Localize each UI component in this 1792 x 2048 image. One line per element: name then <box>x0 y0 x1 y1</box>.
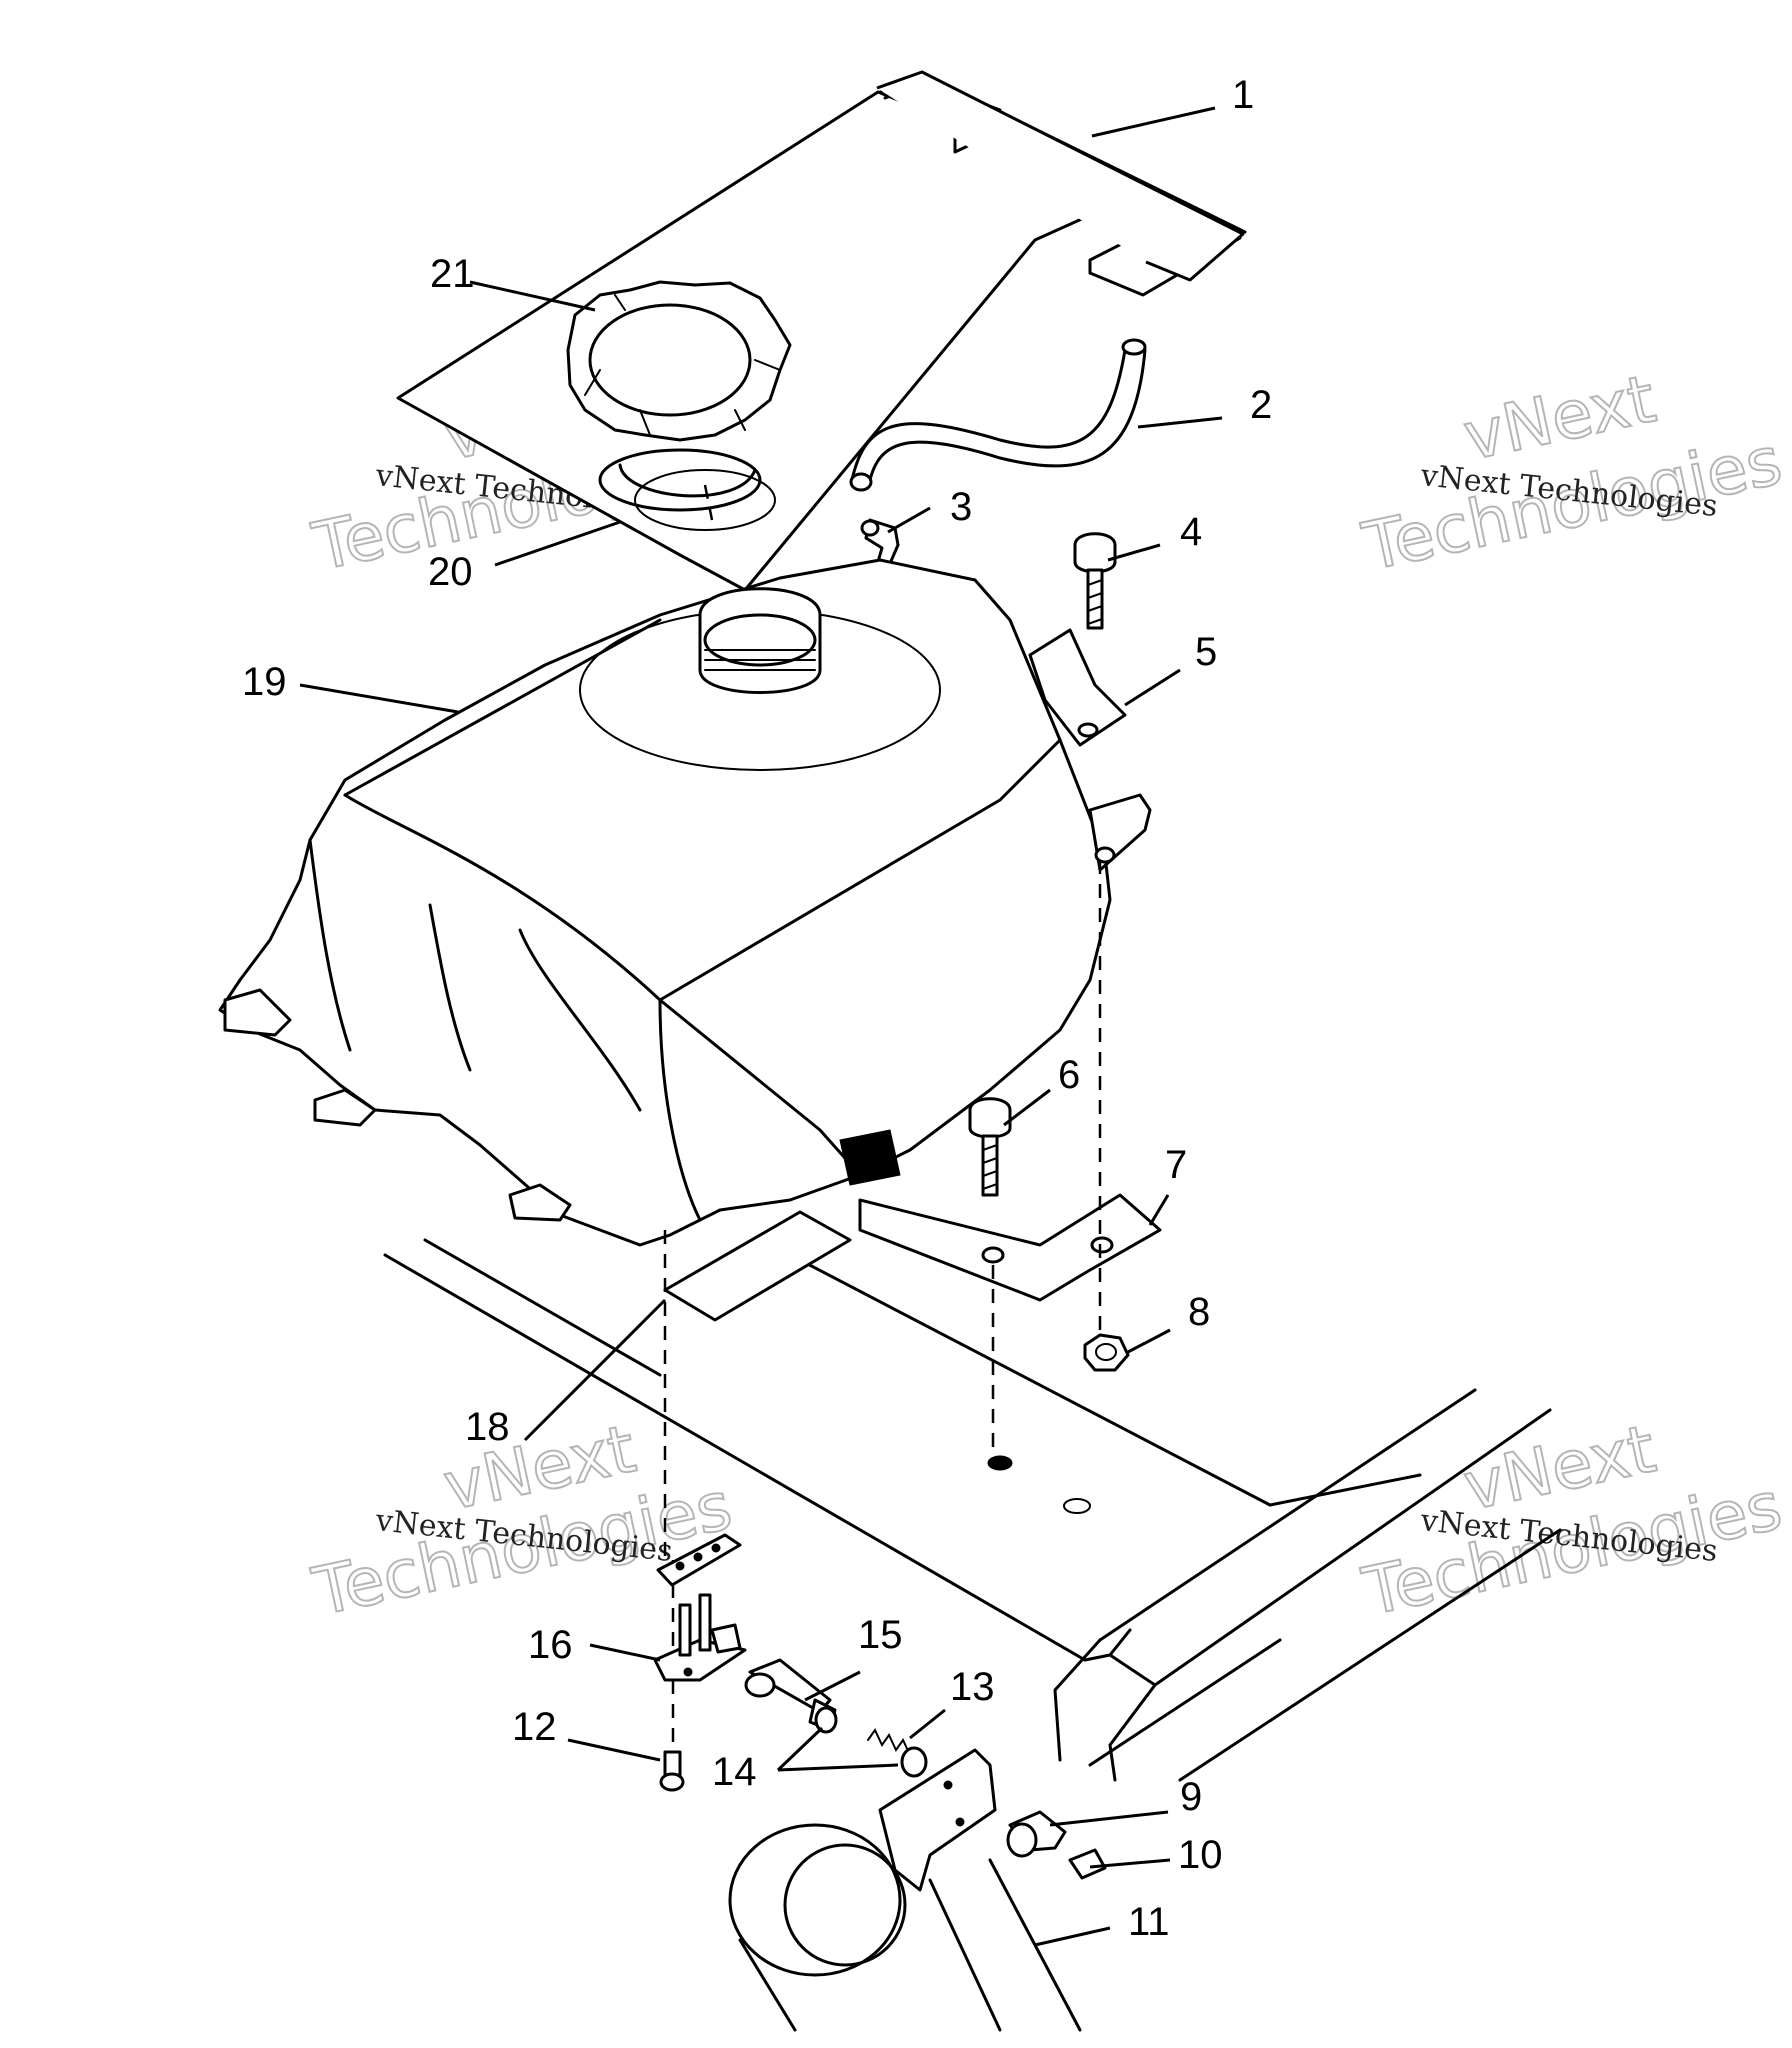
strap-bracket <box>858 1193 1162 1302</box>
frame-rails <box>383 1238 1562 1782</box>
callout-19: 19 <box>242 660 287 704</box>
alignment-lines <box>663 860 1102 1750</box>
callout-7: 7 <box>1165 1143 1187 1187</box>
callout-4: 4 <box>1180 510 1202 554</box>
tank-pad <box>663 1210 852 1322</box>
watermark-top-right: vNext Technologies vNext Technologies <box>1355 359 1789 587</box>
screw <box>659 1750 685 1792</box>
callout-12: 12 <box>512 1705 557 1749</box>
valve-plate <box>656 1533 742 1587</box>
vent-hose <box>849 338 1147 492</box>
nut <box>1083 1333 1130 1372</box>
filler-gasket <box>634 469 776 531</box>
tank-bracket <box>1028 628 1127 747</box>
callout-1: 1 <box>1232 73 1254 117</box>
valve-spring <box>867 1728 911 1756</box>
callout-16: 16 <box>528 1623 573 1667</box>
callout-18: 18 <box>465 1405 510 1449</box>
valve-knob <box>1006 1810 1067 1858</box>
watermark-bottom-right: vNext Technologies vNext Technologies <box>1355 1409 1789 1632</box>
valve-mount-bracket <box>878 1748 997 1892</box>
leader-lines <box>299 106 1223 1947</box>
knob-screw <box>1068 1848 1107 1880</box>
callout-10: 10 <box>1178 1833 1223 1877</box>
fuel-valve <box>653 1593 747 1682</box>
callout-21: 21 <box>430 252 475 296</box>
callout-5: 5 <box>1195 630 1217 674</box>
washer <box>814 1706 928 1778</box>
callout-14: 14 <box>712 1750 757 1794</box>
bolt-lower <box>968 1097 1012 1197</box>
callout-11: 11 <box>1128 1900 1170 1944</box>
callout-15: 15 <box>858 1613 903 1657</box>
callout-labels: 1 2 3 4 5 6 7 8 9 10 11 12 13 14 15 16 1… <box>242 73 1272 1944</box>
fuel-tank <box>218 558 1152 1247</box>
callout-13: 13 <box>950 1665 995 1709</box>
callout-6: 6 <box>1058 1053 1080 1097</box>
callout-8: 8 <box>1188 1290 1210 1334</box>
callout-9: 9 <box>1180 1775 1202 1819</box>
callout-20: 20 <box>428 550 473 594</box>
callout-3: 3 <box>950 485 972 529</box>
bolt-upper <box>1073 532 1117 630</box>
callout-2: 2 <box>1250 383 1272 427</box>
fuel-cap <box>566 280 792 512</box>
